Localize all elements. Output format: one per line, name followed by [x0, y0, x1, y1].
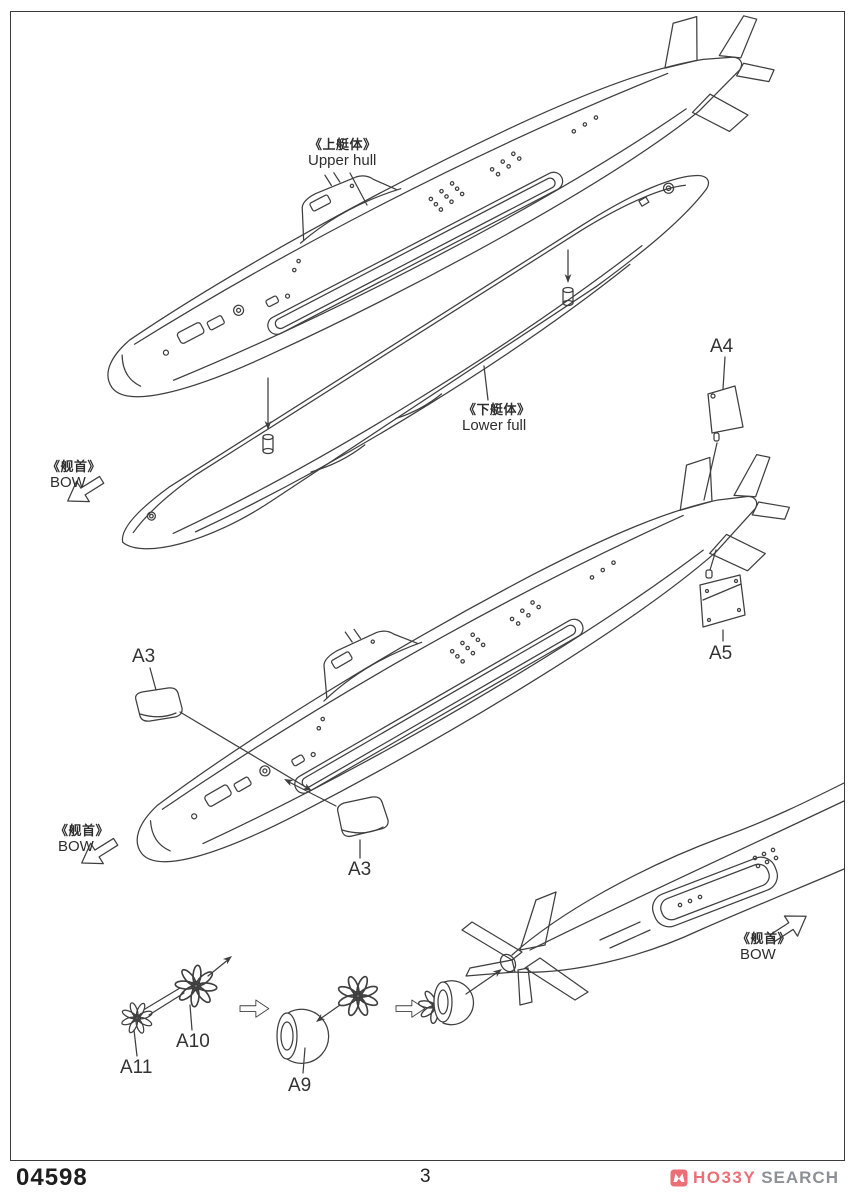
stern-section-drawing	[461, 782, 845, 1006]
bow-label-zh: 《舰首》	[737, 931, 792, 946]
hobby-search-logo-icon	[670, 1169, 688, 1187]
part-a3-bottom-drawing	[281, 775, 389, 859]
hobby-search-logo: HO33Y SEARCH	[670, 1168, 839, 1188]
logo-word-search: SEARCH	[761, 1168, 839, 1187]
page-number: 3	[420, 1166, 431, 1187]
upper-hull-leader	[349, 172, 368, 206]
upper-hull-label-en: Upper hull	[308, 152, 377, 169]
lower-hull-label-en: Lower full	[462, 417, 527, 434]
part-a4-drawing	[703, 356, 744, 501]
part-label-a11: A11	[120, 1057, 153, 1078]
part-label-a9: A9	[288, 1075, 312, 1096]
logo-word-hobby: HO33Y	[692, 1168, 757, 1187]
part-a3-top-drawing	[135, 667, 315, 795]
page-border-frame	[10, 11, 845, 1161]
lower-hull-leader	[483, 365, 489, 401]
upper-hull-label-zh: 《上艇体》	[309, 137, 377, 152]
bow-label-en: BOW	[58, 838, 94, 855]
part-label-a10: A10	[176, 1031, 210, 1052]
part-a5-drawing	[699, 549, 746, 642]
kit-number: 04598	[16, 1164, 88, 1191]
bow-label-en: BOW	[50, 474, 86, 491]
bow-label-en: BOW	[740, 946, 776, 963]
part-label-a3: A3	[132, 646, 156, 667]
part-label-a5: A5	[709, 643, 733, 664]
bow-label-zh: 《舰首》	[55, 823, 110, 838]
alignment-pin-lines	[262, 249, 574, 455]
propeller-assembly-drawing	[116, 952, 505, 1074]
part-label-a3: A3	[348, 859, 372, 880]
part-label-a4: A4	[710, 336, 734, 357]
lower-hull-label-zh: 《下艇体》	[463, 402, 531, 417]
bow-label-zh: 《舰首》	[47, 459, 102, 474]
